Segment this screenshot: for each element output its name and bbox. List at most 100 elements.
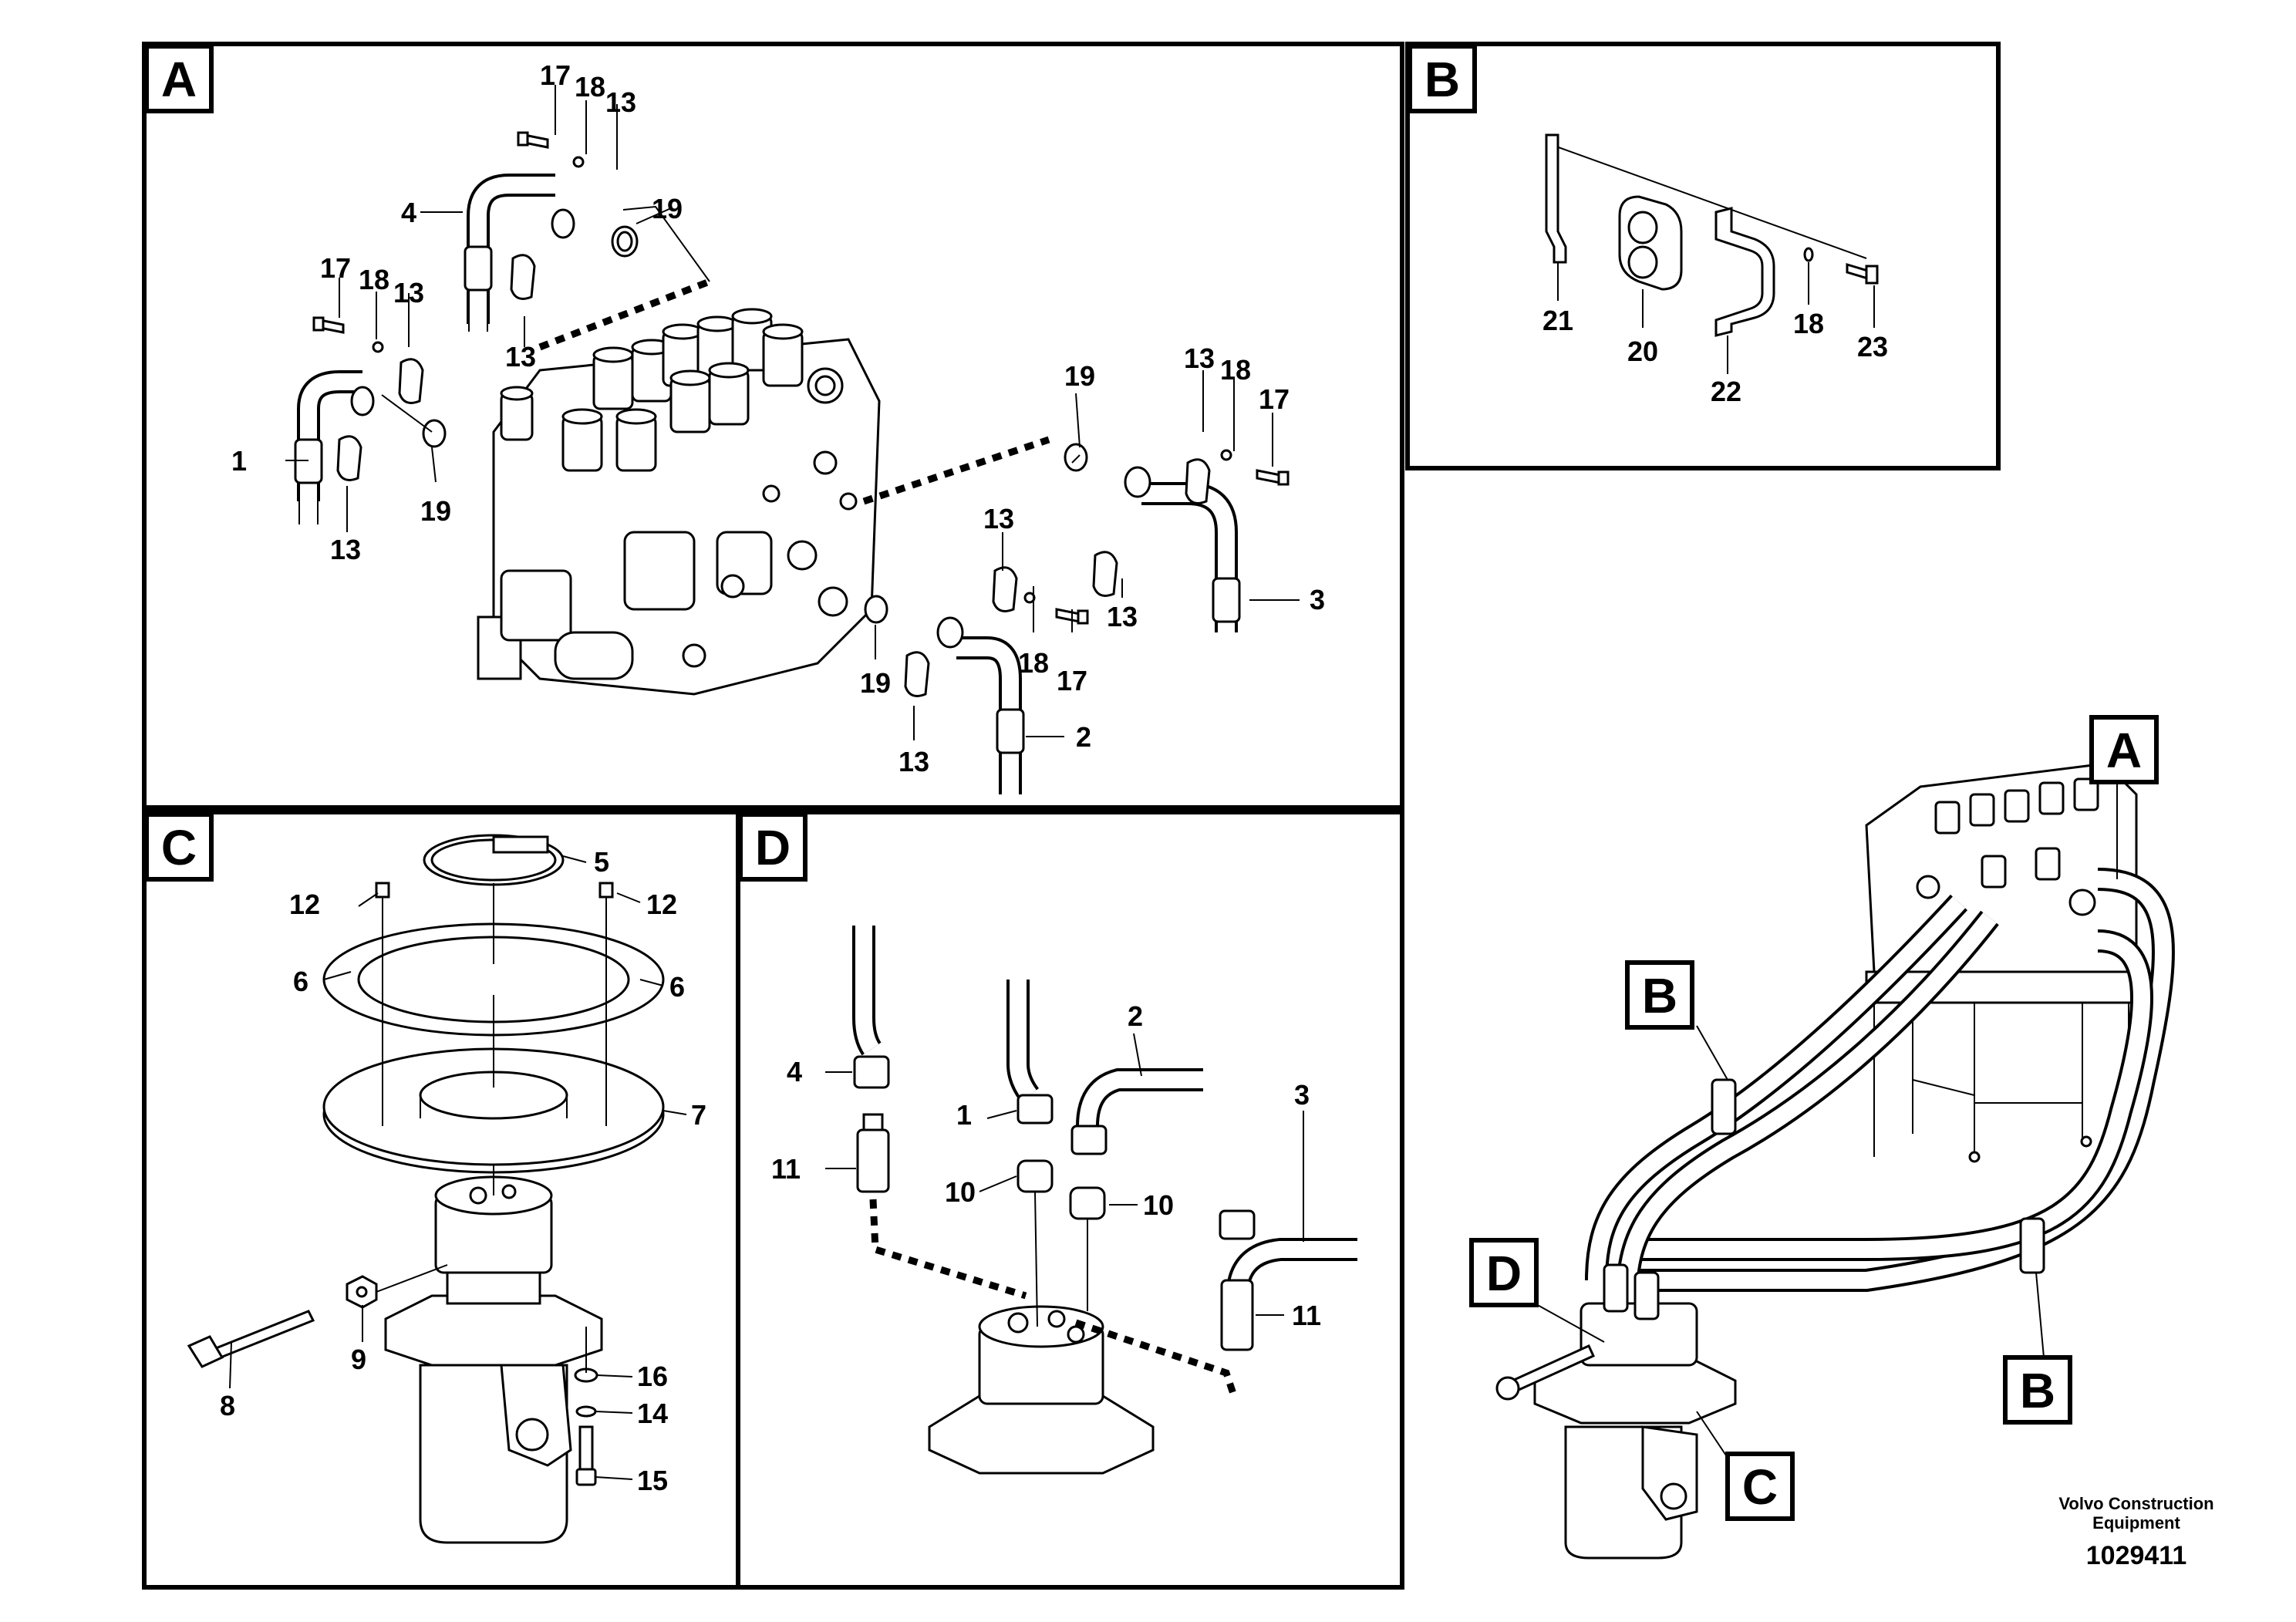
label-17: 17 [1057,665,1087,696]
label-7: 7 [691,1099,706,1131]
label-4: 4 [401,197,416,228]
label-18: 18 [1220,354,1251,386]
panel-a-leaders [285,85,1300,740]
screws-and-washers [312,131,1290,625]
clamp-20 [1618,195,1683,291]
panel-frames [142,42,2001,1590]
label-5: 5 [594,846,609,878]
panel-d-swivel-joint [928,1305,1155,1475]
label-19: 19 [1064,360,1095,392]
label-18: 18 [1018,647,1049,679]
label-3: 3 [1310,584,1325,615]
panel-b-leaders [1557,262,1875,374]
label-1: 1 [956,1099,972,1131]
hose-2 [864,566,1025,794]
overview-tag-b-label: B [1642,968,1677,1023]
label-13: 13 [505,341,536,373]
label-18: 18 [1793,308,1824,339]
label-19: 19 [420,495,451,527]
hose-3 [1064,443,1241,632]
panel-c-leaders [229,855,687,1480]
panel-d-dashed-line-right [1074,1319,1238,1398]
label-13: 13 [983,503,1014,534]
label-2: 2 [1128,1000,1143,1032]
overview-tag-b-bottom: B [2003,1355,2072,1425]
panel-d-leaders [825,1033,1304,1327]
panel-d-hose-1 [1006,980,1054,1193]
panel-d-hose-2 [1069,1068,1203,1220]
label-6: 6 [293,966,308,997]
hose-1 [294,358,447,524]
bolt-8 [187,1310,315,1368]
panel-d-tag-label: D [755,820,791,875]
label-12: 12 [289,889,320,920]
overview-tag-d-label: D [1486,1246,1522,1301]
panel-d-hose-3 [1219,1209,1357,1351]
label-8: 8 [220,1390,235,1421]
overview-tag-b-top: B [1625,960,1694,1030]
label-19: 19 [860,667,891,699]
panel-a-dashed-line-top [538,278,711,351]
panel-c-labels: 5 6 6 7 8 9 12 12 16 14 15 [220,846,706,1496]
label-18: 18 [359,264,389,295]
label-6: 6 [669,971,685,1003]
swivel-joint [384,1175,603,1544]
washer-14 [575,1405,597,1418]
footer: Volvo Construction Equipment 1029411 [2058,1494,2213,1570]
label-2: 2 [1076,721,1091,753]
panel-b-illustration: 21 20 22 18 23 [1542,133,1888,407]
label-1: 1 [231,445,247,477]
label-11: 11 [1292,1300,1321,1331]
screw-23 [1846,262,1879,285]
panel-b-tag: B [1408,44,1477,113]
label-18: 18 [575,71,605,103]
label-13: 13 [330,534,361,565]
label-15: 15 [637,1465,668,1496]
screw-12 [375,882,614,899]
clamp-22 [1714,207,1775,337]
label-14: 14 [637,1398,668,1429]
label-22: 22 [1711,376,1741,407]
plate-7 [322,1047,665,1174]
overview-hoses [1585,868,2175,1297]
control-valve-block [477,308,881,696]
panel-b-labels: 21 20 22 18 23 [1542,305,1888,407]
overview-tag-d: D [1469,1238,1539,1307]
panel-d-labels: 4 11 1 10 10 2 3 11 [771,1000,1321,1331]
panel-d-illustration: 4 11 1 10 10 2 3 11 [771,926,1357,1475]
seal-6 [322,922,665,1037]
overview-illustration: A B B C D [1469,715,2175,1560]
panel-b-frame [1405,42,2001,470]
overview-tag-a-label: A [2106,723,2142,778]
panel-a-labels: 1 2 3 4 17 18 13 19 13 17 18 13 19 13 19… [231,59,1325,777]
panel-a-tag: A [144,44,214,113]
label-13: 13 [1184,342,1215,374]
brand-line-2: Equipment [2092,1513,2180,1533]
panel-c-tag-label: C [161,820,197,875]
label-19: 19 [652,193,683,224]
label-13: 13 [393,277,424,309]
panel-a-tag-label: A [161,52,197,107]
hose-clamp-5 [423,834,565,886]
label-12: 12 [646,889,677,920]
label-3: 3 [1294,1079,1310,1111]
label-17: 17 [1259,383,1290,415]
overview-tag-c-label: C [1742,1459,1778,1515]
label-13: 13 [1107,601,1138,632]
label-17: 17 [540,59,571,91]
panel-d-frame [736,810,1404,1590]
screw-15 [575,1425,597,1486]
label-23: 23 [1857,331,1888,363]
overview-tag-a: A [2089,715,2159,784]
label-20: 20 [1627,336,1658,367]
label-10: 10 [1143,1189,1174,1221]
washer-18 [1803,247,1814,262]
bracket-21 [1545,133,1567,264]
label-13: 13 [899,746,929,777]
label-13: 13 [605,86,636,118]
panel-d-hose-4 [852,926,890,1193]
document-number: 1029411 [2086,1541,2187,1570]
nut-9 [346,1275,378,1309]
label-4: 4 [787,1056,802,1088]
